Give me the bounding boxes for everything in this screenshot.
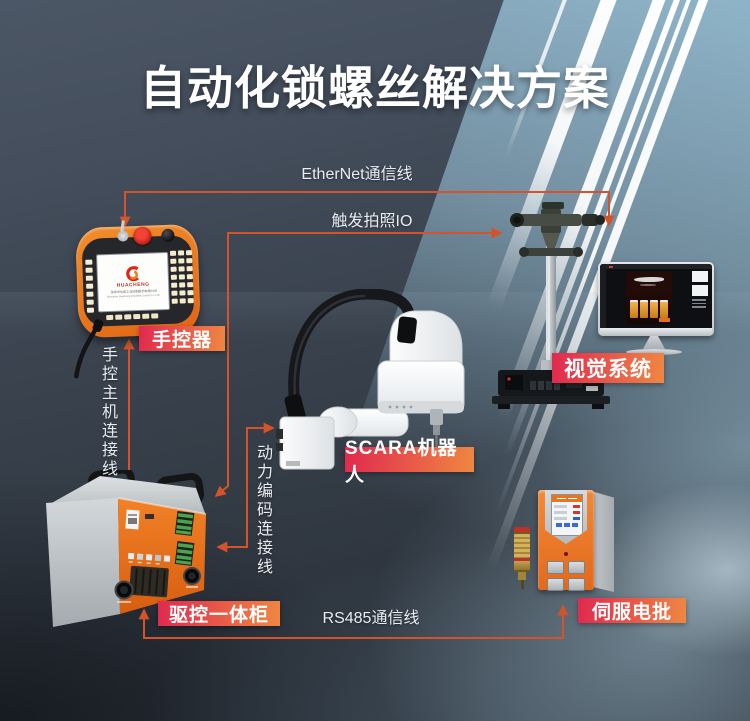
monitor-chin bbox=[600, 328, 712, 336]
vision-camera-stand bbox=[492, 202, 610, 409]
servo-side-panel bbox=[592, 491, 614, 592]
servo-screen-housing bbox=[545, 490, 587, 544]
servo-buttons bbox=[547, 561, 585, 591]
page-title: 自动化锁螺丝解决方案 bbox=[140, 62, 610, 114]
screwdriver-spindle bbox=[430, 409, 443, 425]
pendant-keypad bbox=[169, 250, 177, 256]
component-tag-vision: 视觉系统 bbox=[552, 353, 664, 383]
software-record-dot bbox=[609, 265, 613, 268]
monitor-stand bbox=[643, 336, 665, 349]
connection-label-rs485: RS485通信线 bbox=[322, 610, 420, 627]
servo-front-panel bbox=[538, 490, 594, 591]
software-left-toolbar bbox=[600, 264, 606, 328]
software-top-bar bbox=[606, 264, 712, 269]
screwdriver-tool bbox=[514, 527, 530, 589]
servo-screen-buttons bbox=[552, 523, 582, 527]
vision-monitor bbox=[598, 262, 714, 355]
pendant-screen: HUACHENG 深圳市华成工业控制股份有限公司 Shenzhen Huache… bbox=[96, 251, 171, 313]
terminal-block bbox=[174, 540, 195, 566]
vent-grille bbox=[129, 565, 169, 598]
cable-fitting bbox=[397, 316, 417, 344]
component-tag-cabinet: 驱控一体柜 bbox=[158, 601, 280, 626]
product-bottles bbox=[630, 300, 668, 318]
cabinet-top bbox=[48, 476, 206, 516]
component-tag-pendant: 手控器 bbox=[139, 326, 225, 351]
software-action-button bbox=[659, 318, 670, 322]
cabinet-side bbox=[46, 498, 120, 627]
huacheng-logo-icon bbox=[126, 265, 139, 281]
monitor-frame bbox=[598, 262, 714, 336]
terminal-block bbox=[174, 510, 195, 536]
connection-label-hand-host: 手控主机连接线 bbox=[99, 346, 116, 479]
indicator-switches bbox=[127, 552, 171, 565]
servo-screen-header bbox=[552, 495, 582, 502]
drive-control-cabinet bbox=[46, 470, 207, 627]
pendant-brand: HUACHENG bbox=[116, 281, 150, 289]
component-tag-servo: 伺服电批 bbox=[578, 598, 686, 623]
connection-label-ethernet: EtherNet通信线 bbox=[301, 166, 413, 183]
component-tag-scara: SCARA机器人 bbox=[345, 438, 474, 486]
pendant-cable bbox=[74, 319, 104, 379]
camera-lens bbox=[518, 214, 582, 226]
calligraphy-mark bbox=[634, 277, 664, 282]
servo-led bbox=[564, 552, 568, 556]
teach-pendant: HUACHENG 深圳市华成工业控制股份有限公司 Shenzhen Huache… bbox=[74, 220, 201, 379]
line-power-encoder bbox=[216, 422, 275, 553]
monitor-screen bbox=[600, 264, 712, 328]
calligraphy-mark bbox=[640, 284, 656, 286]
servo-screwdriver-controller bbox=[534, 484, 618, 596]
connection-label-trigger-io: 触发拍照IO bbox=[331, 213, 413, 230]
inspection-image bbox=[626, 272, 672, 324]
servo-screen bbox=[551, 494, 583, 536]
pendant-left-buttons bbox=[85, 259, 93, 265]
software-thumbnails bbox=[692, 271, 709, 310]
connection-label-power-encoder: 动力编码连接线 bbox=[254, 444, 271, 577]
